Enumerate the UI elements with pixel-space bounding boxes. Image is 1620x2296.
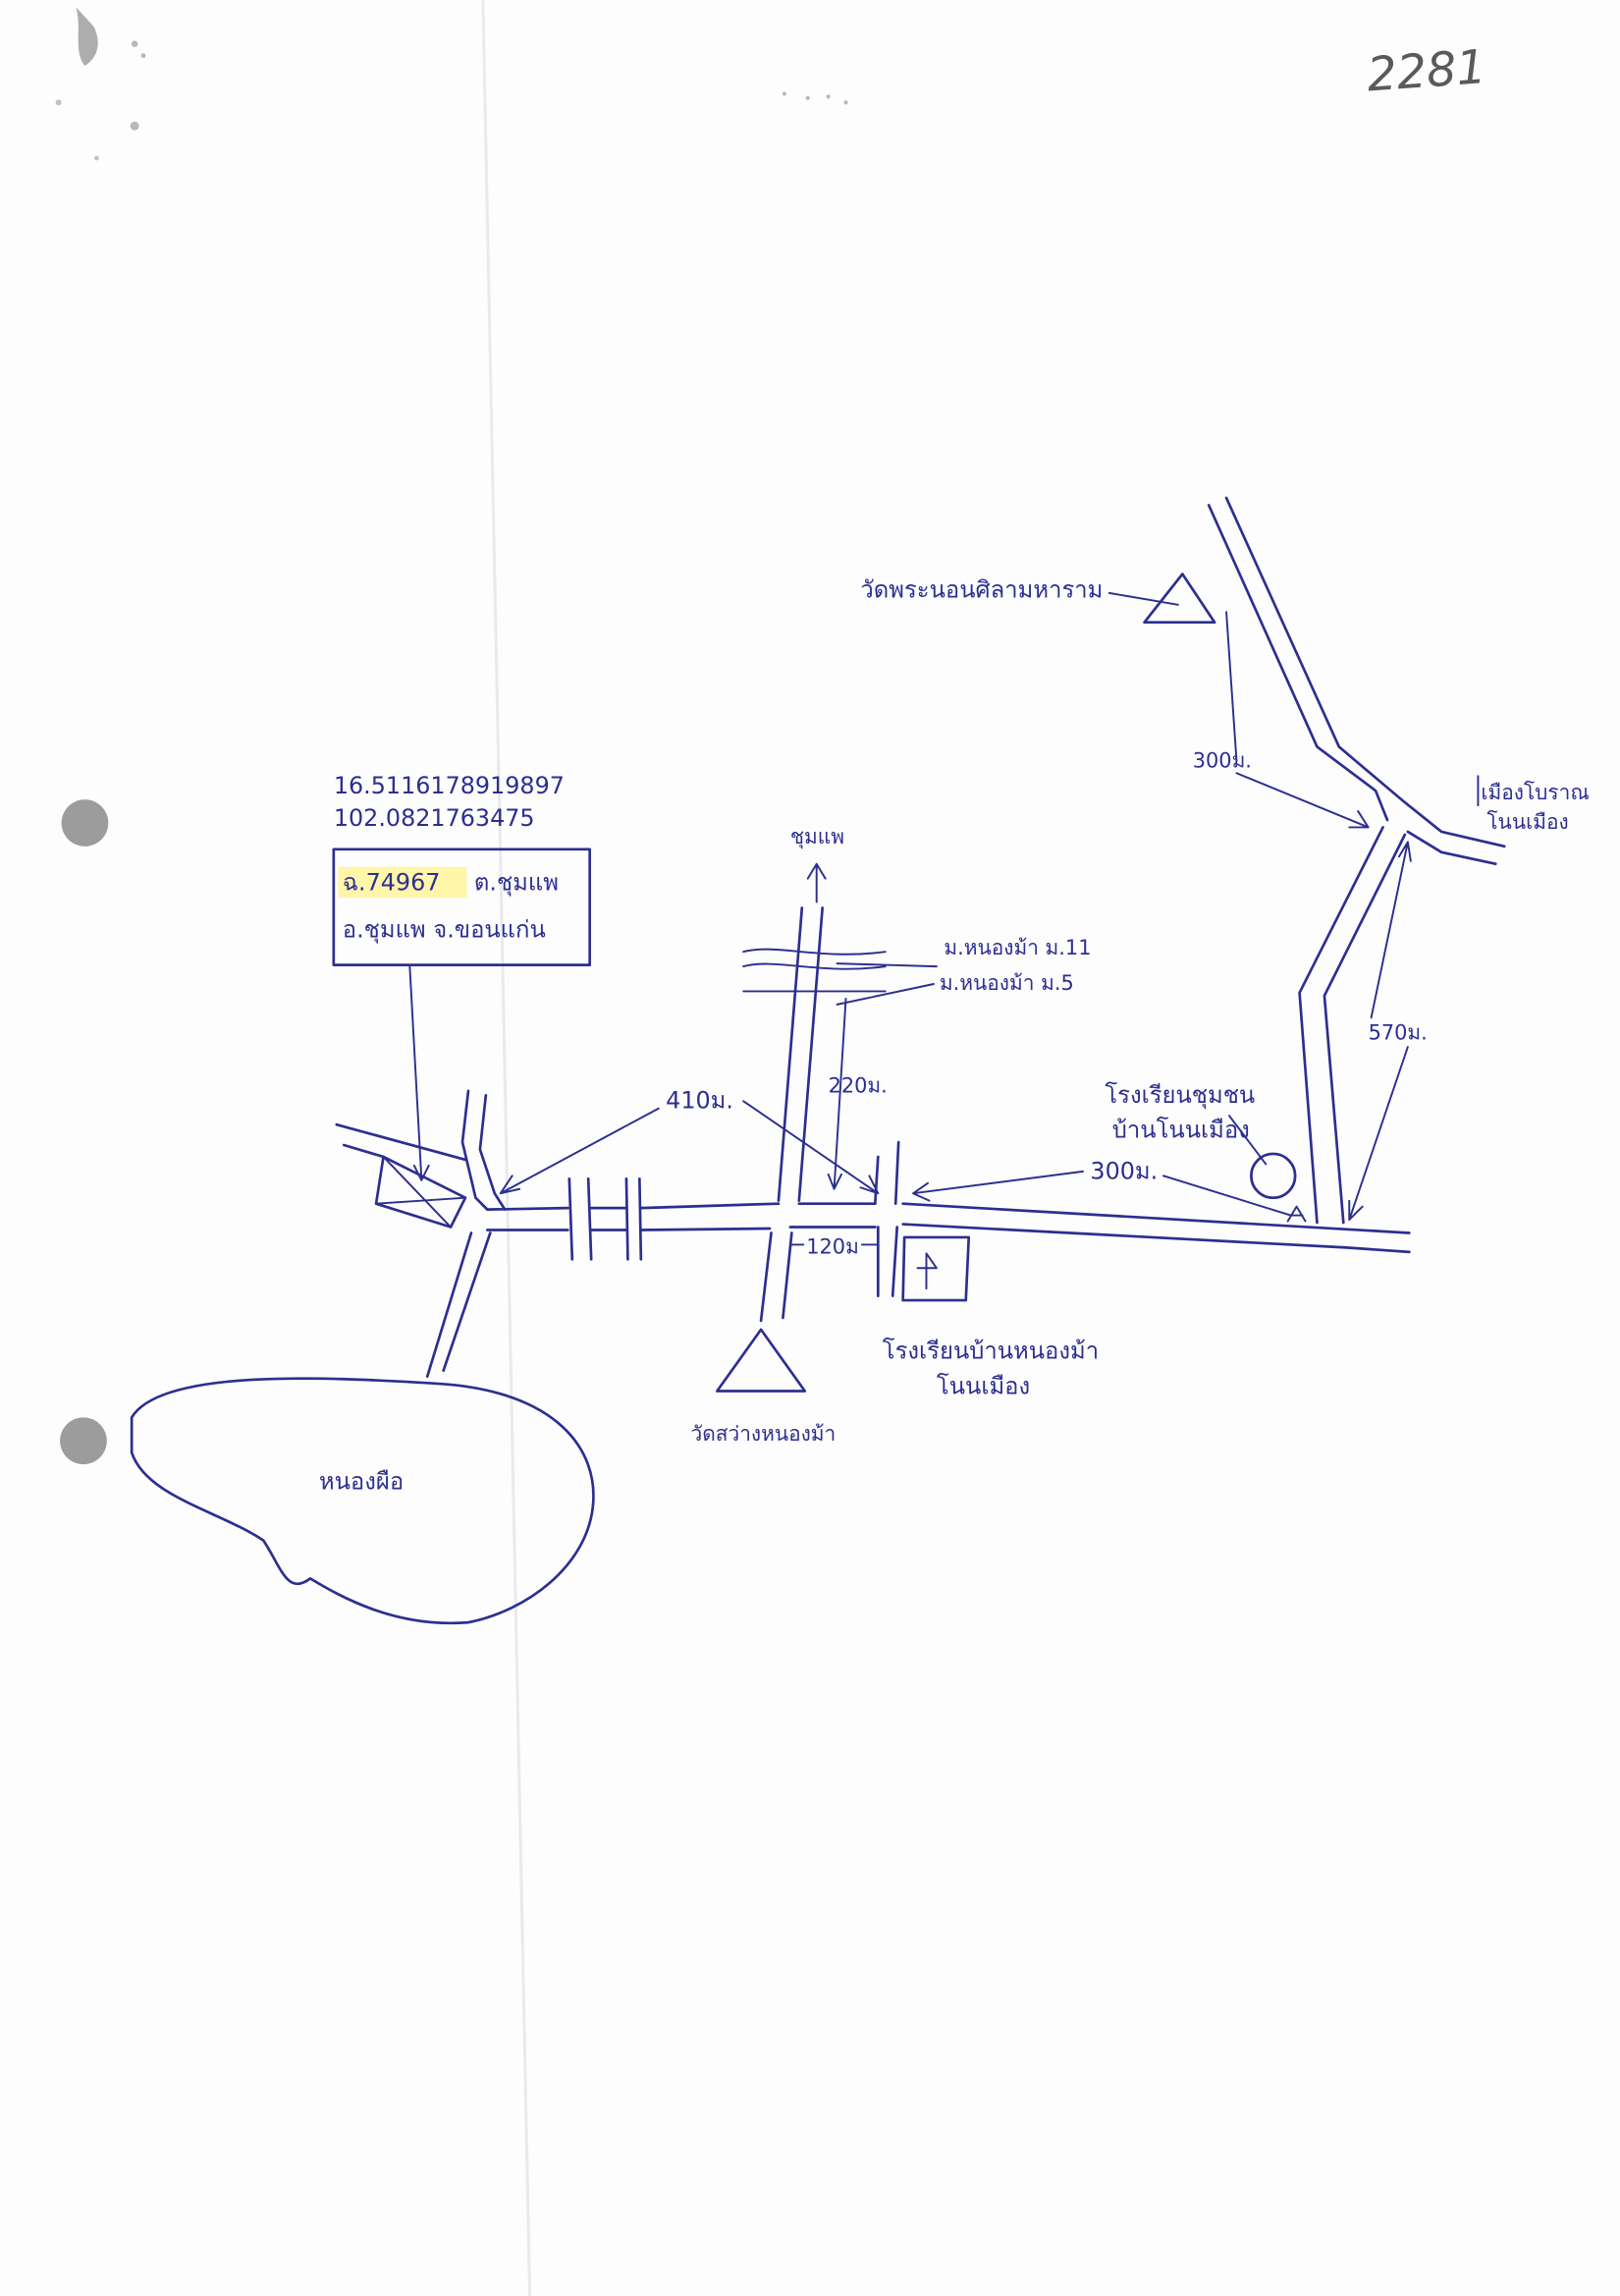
north-destination-label: ชุมแพ [790, 825, 844, 849]
distance-220-label: 220ม. [829, 1073, 888, 1097]
deed-highlight [338, 866, 467, 899]
distance-220-arrow [827, 997, 847, 1190]
community-school-pointer [1228, 1115, 1268, 1166]
main-road [486, 1202, 1411, 1254]
parcel-pointer-arrow [408, 965, 430, 1181]
distance-570-label: 570ม. [1369, 1021, 1428, 1045]
school-flag-icon [916, 1252, 938, 1290]
village-5-label: ม.หนองม้า ม.5 [940, 971, 1074, 995]
culverts [567, 1176, 643, 1261]
distance-410-arrow-right [742, 1100, 880, 1195]
school-marker [901, 1235, 971, 1302]
temple-south-icon [716, 1328, 807, 1393]
ancient-city-label-line1: เมืองโบราณ [1481, 781, 1589, 804]
road-marker-icon [1286, 1205, 1307, 1223]
longitude-label: 102.0821763475 [334, 804, 535, 832]
school-label-line2: โนนเมือง [937, 1372, 1030, 1399]
ancient-city-label-line2: โนนเมือง [1486, 810, 1568, 834]
village-5-pointer [836, 983, 935, 1006]
distance-300-bottom-line [1161, 1175, 1292, 1217]
latitude-label: 16.5116178919897 [334, 772, 565, 799]
temple-north-icon [1143, 573, 1216, 625]
community-school-label-line2: บ้านโนนเมือง [1112, 1117, 1250, 1144]
village-11-pointer [836, 962, 938, 968]
distance-120-label: 120ม [806, 1234, 859, 1258]
parcel-tambon: ต.ชุมแพ [474, 869, 559, 897]
distance-300-top-arrow [1235, 772, 1370, 829]
deed-number: ฉ.74967 [343, 869, 441, 897]
distance-300-bottom-arrow [912, 1170, 1084, 1202]
school-label-line1: โรงเรียนบ้านหนองม้า [883, 1338, 1099, 1365]
distance-300-top-label: 300ม. [1193, 748, 1252, 772]
page-number: 2281 [1366, 40, 1488, 102]
village-11-label: ม.หนองม้า ม.11 [944, 936, 1091, 959]
temple-north-pointer [1107, 591, 1179, 606]
land-parcel [374, 1155, 467, 1229]
punch-hole-upper [61, 799, 109, 847]
scan-smudges [55, 7, 848, 161]
temple-north-label: วัดพระนอนศิลามหาราม [860, 575, 1103, 603]
distance-300-bottom-label: 300ม. [1090, 1157, 1158, 1184]
distance-410-arrow-left [499, 1107, 660, 1195]
lake-outline [130, 1377, 595, 1625]
punch-hole-lower [60, 1417, 107, 1465]
community-school-label-line1: โรงเรียนชุมชน [1105, 1081, 1255, 1109]
paper-crease [481, 0, 532, 2296]
distance-570-arrow-down [1348, 1046, 1409, 1222]
north-road [742, 862, 887, 1323]
temple-south-label: วัดสว่างหนองม้า [691, 1422, 837, 1446]
lake-label: หนองผือ [319, 1467, 404, 1495]
left-roads [335, 1089, 507, 1378]
community-school-icon [1250, 1152, 1297, 1200]
distance-570-arrow-up [1370, 841, 1412, 1019]
parcel-box-border [332, 847, 592, 966]
north-arrow-icon [806, 862, 827, 903]
temple-north-path [1225, 611, 1238, 763]
parcel-district-province: อ.ชุมแพ จ.ขอนแก่น [343, 915, 546, 943]
parcel-info-box: ฉ.74967 ต.ชุมแพ อ.ชุมแพ จ.ขอนแก่น [332, 847, 592, 966]
crossroad-stub [873, 1140, 900, 1297]
distance-410-label: 410ม. [666, 1087, 733, 1115]
northeast-road [1207, 496, 1506, 1225]
